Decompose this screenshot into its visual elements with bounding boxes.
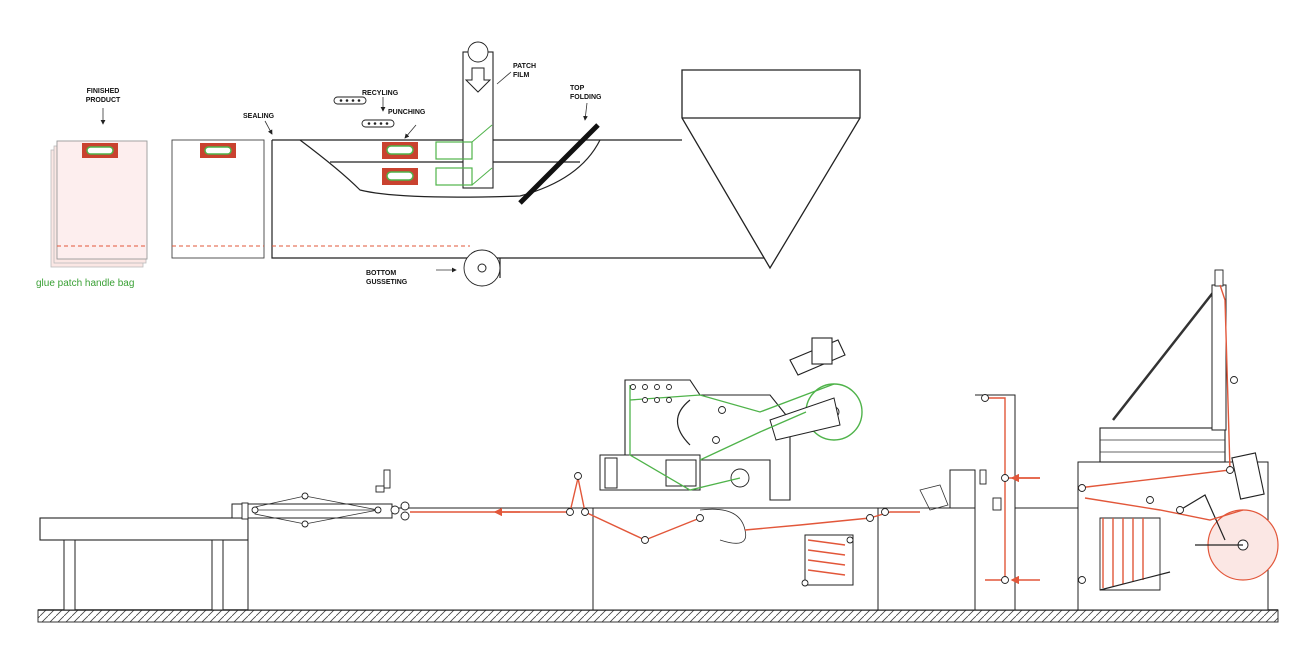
label-gusseting: GUSSETING [366,279,408,286]
label-finished: FINISHED [87,88,120,95]
label-folding: FOLDING [570,94,602,101]
guide-rollers [566,376,1238,584]
machine-line [37,269,1279,623]
finished-product-stack [50,108,148,268]
unwind-stand [1077,269,1279,611]
sealed-bag [171,120,273,259]
sealing-section [231,469,594,611]
label-punching: PUNCHING [388,109,426,116]
output-table [39,517,249,611]
patch-film-feed [462,41,512,189]
process-schematic: FINISHED PRODUCT SEALING RECYLING PUNCHI… [36,41,861,289]
patch-applicator-section [592,337,879,611]
top-folding-bar [518,102,600,205]
floor-rail [37,609,1279,623]
product-name-label: glue patch handle bag [36,278,134,289]
web-guide-tower [877,394,1079,611]
label-top: TOP [570,85,585,92]
label-product: PRODUCT [86,97,121,104]
patches [333,96,493,186]
label-film: FILM [513,72,529,79]
label-recyling: RECYLING [362,90,399,97]
label-patch: PATCH [513,63,536,70]
label-bottom: BOTTOM [366,270,396,277]
label-sealing: SEALING [243,113,275,120]
